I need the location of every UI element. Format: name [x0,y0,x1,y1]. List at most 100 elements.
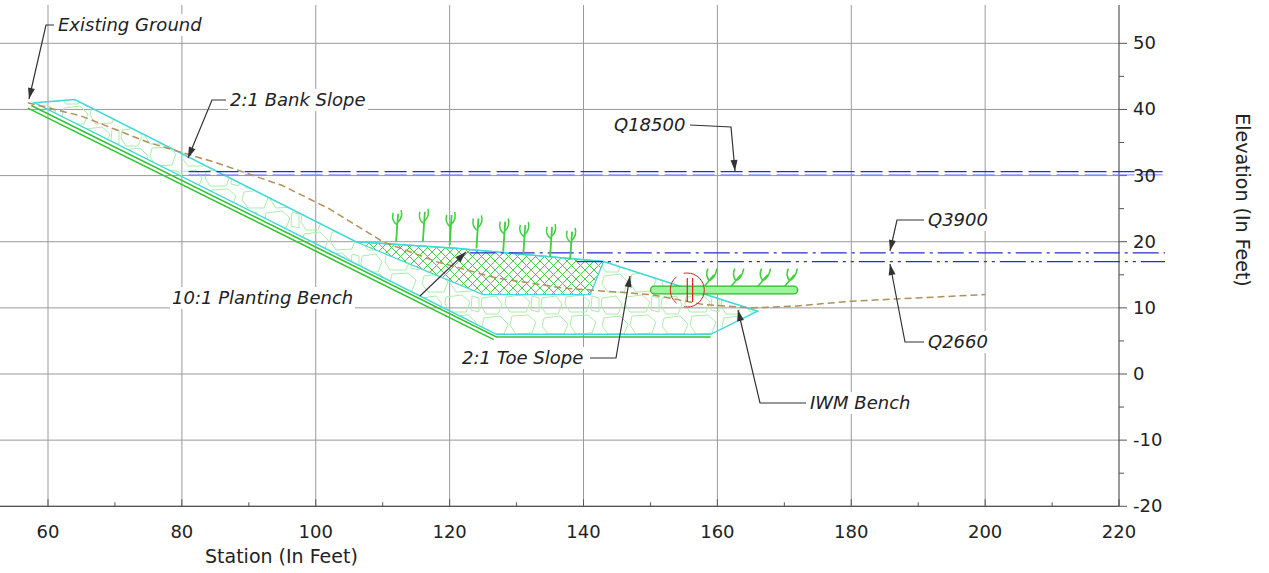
bank-subgrade [28,108,494,340]
axis-tick [114,502,115,506]
tick-label: 180 [834,521,868,543]
riprap-outline [35,100,758,335]
axis-tick [784,502,785,506]
water-surface [470,252,1165,253]
root-wad [687,278,688,302]
axis-tick [516,502,517,506]
leader-head [889,264,896,275]
plant [547,224,556,257]
axis-tick [1119,307,1127,308]
callout-label: Existing Ground [56,14,204,36]
leader [590,276,630,358]
callout-label: 2:1 Bank Slope [228,89,368,111]
axis-tick [985,499,986,506]
callout-label: Q18500 [612,114,687,136]
callout-label: 10:1 Planting Bench [170,287,355,309]
tick-label: 80 [170,521,193,543]
axis-tick [583,499,584,506]
plant [500,219,509,252]
branch [784,269,797,287]
tick-label: 220 [1102,521,1136,543]
axis-tick [851,499,852,506]
tick-label: 10 [1133,297,1156,319]
axis-tick [315,499,316,506]
leader-head [731,160,738,171]
tick-label: 160 [700,521,734,543]
water-surface [577,261,1165,262]
axis-tick [181,499,182,506]
leader [738,310,806,403]
grid-line [0,43,1119,44]
plant [446,212,455,245]
riprap-fill [35,100,758,335]
callout-label: Q2660 [926,331,990,353]
axis-line [0,506,1119,507]
axis-tick [1052,502,1053,506]
axis-tick [248,502,249,506]
leader-head [889,239,896,251]
root-wad [692,278,693,302]
tick-label: 60 [37,521,60,543]
grid-line [0,374,1119,375]
leader [420,252,466,296]
planting-bench-ground [356,242,604,295]
planting-bench [356,242,604,295]
leader-head [188,146,195,158]
bank-subgrade [31,106,710,338]
branch [731,269,744,287]
axis-title: Station (In Feet) [205,545,358,567]
axis-tick [717,499,718,506]
grid-line [985,5,986,506]
axis-tick [382,502,383,506]
plant [567,228,576,260]
water-surface [189,174,1165,175]
axis-tick [1119,274,1124,275]
root-wad [670,273,704,307]
grid-line [48,5,49,506]
axis-tick [1119,499,1120,506]
leader-head [737,310,744,322]
tick-label: 50 [1133,32,1156,54]
tick-label: 140 [566,521,600,543]
tick-label: 40 [1133,98,1156,120]
grid-line [583,5,584,506]
tick-label: 0 [1133,363,1144,385]
plant [473,215,482,248]
axis-tick [1119,241,1127,242]
callout-label: IWM Bench [808,392,913,414]
grid-line [181,5,182,506]
plant [393,210,402,242]
leader-head [456,252,466,262]
axis-tick [1119,109,1127,110]
tick-label: 100 [299,521,333,543]
grid-line [0,109,1119,110]
existing-ground [28,103,985,308]
callout-label: Q3900 [926,209,990,231]
axis-line [1118,5,1119,506]
axis-tick [1119,208,1124,209]
leader-head [625,276,632,287]
grid-line [0,506,1119,507]
tick-label: 200 [968,521,1002,543]
axis-tick [918,502,919,506]
axis-tick [449,499,450,506]
leader-head [28,87,35,99]
axis-tick [1119,340,1124,341]
plant [419,209,428,242]
axis-tick [1119,43,1127,44]
tick-label: -20 [1133,495,1162,517]
axis-tick [650,502,651,506]
axis-title: Elevation (In Feet) [1232,113,1254,287]
leader [890,264,924,342]
leader [890,220,924,251]
leader [690,125,735,171]
axis-tick [48,499,49,506]
branch [758,269,771,287]
log [650,286,797,294]
axis-tick [1119,440,1127,441]
grid-line [717,5,718,506]
tick-label: 120 [432,521,466,543]
leader [29,25,54,99]
water-surface [189,171,1165,172]
leader [188,100,226,158]
